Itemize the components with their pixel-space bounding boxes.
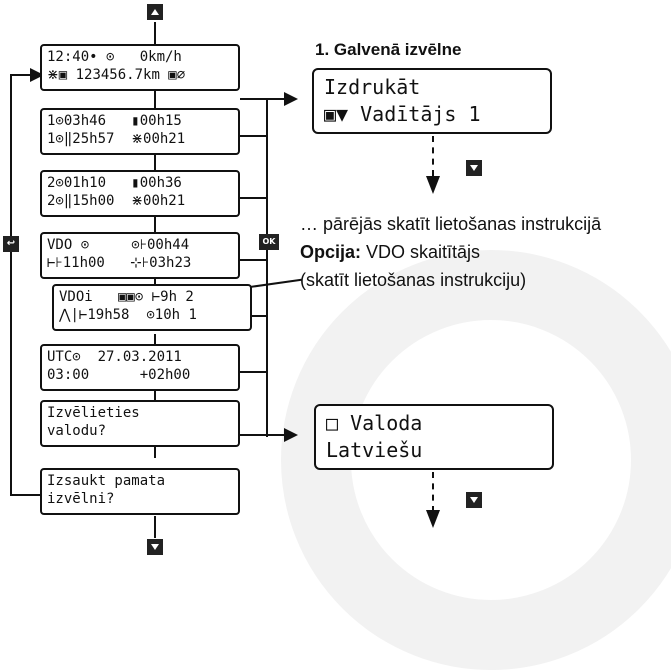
flow-spine <box>154 278 156 286</box>
arrow-head-down <box>426 176 440 194</box>
loop-line <box>10 74 12 495</box>
down-key-icon <box>147 539 163 555</box>
ok-key-icon: OK <box>259 234 279 250</box>
back-key-icon: ↩ <box>3 236 19 252</box>
arrow-head-down <box>426 510 440 528</box>
option-note: Opcija: VDO skaitītājs <box>300 242 480 263</box>
flow-spine <box>154 216 156 234</box>
loop-line <box>10 74 32 76</box>
flow-spine <box>154 22 156 46</box>
up-key-icon <box>147 4 163 20</box>
option-label: Opcija: <box>300 242 362 262</box>
flow-spine <box>154 154 156 172</box>
screen-main-menu: Izdrukāt▣▼ Vadītājs 1 <box>312 68 552 134</box>
option-leader <box>249 278 302 288</box>
flow-spine <box>154 334 156 346</box>
flow-spine <box>154 446 156 458</box>
ok-rail <box>240 197 268 199</box>
arrow-to-language <box>240 434 286 436</box>
down-key-icon <box>466 160 482 176</box>
flow-spine <box>154 90 156 110</box>
screen-time-speed: 12:40• ⊙ 0km/h⋇▣ 123456.7km ▣⌀ <box>40 44 240 91</box>
arrow-to-main-menu <box>240 98 286 100</box>
option-subnote: (skatīt lietošanas instrukciju) <box>300 270 527 290</box>
language-dashed-line <box>432 472 434 512</box>
ok-rail <box>240 259 268 261</box>
ok-rail <box>240 371 268 373</box>
ok-rail <box>266 99 268 437</box>
flow-spine <box>154 516 156 538</box>
arrow-head <box>284 428 298 442</box>
screen-vdo-detail: VDOi ▣▣⊙ ⊢9h 2⋀|⊢19h58 ⊙10h 1 <box>52 284 252 331</box>
screen-vdo-counter: VDO ⊙ ⊙⊦00h44⊢⊦11h00 ⊹⊦03h23 <box>40 232 240 279</box>
main-menu-dashed-line <box>432 136 434 176</box>
ok-rail <box>252 315 268 317</box>
flow-spine <box>154 390 156 402</box>
ok-rail <box>240 135 268 137</box>
main-menu-heading: 1. Galvenā izvēlne <box>315 40 462 59</box>
down-key-icon <box>466 492 482 508</box>
option-text: VDO skaitītājs <box>361 242 481 262</box>
arrow-head <box>284 92 298 106</box>
see-manual-note: … pārējās skatīt lietošanas instrukcijā <box>300 214 602 234</box>
loop-line <box>10 494 42 496</box>
